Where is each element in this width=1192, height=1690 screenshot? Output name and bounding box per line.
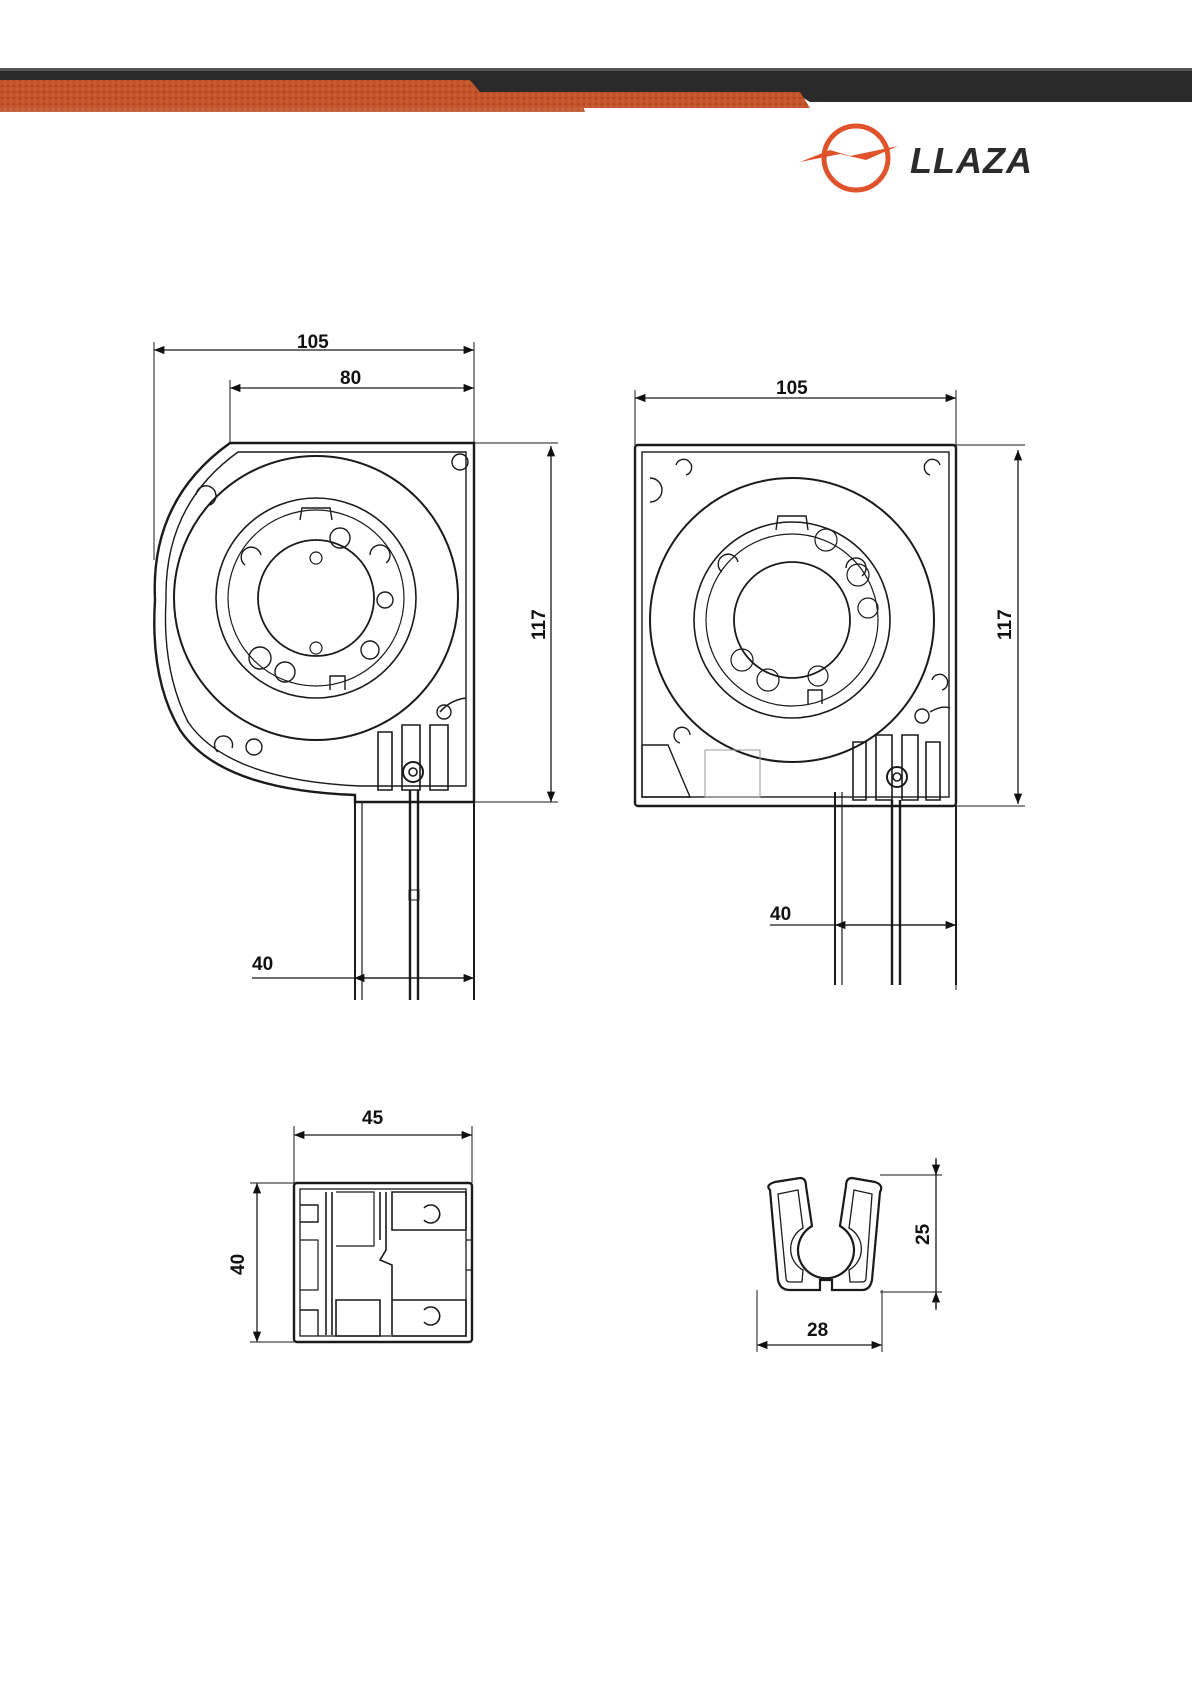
dim-slat-width: 28 <box>807 1320 828 1341</box>
drawing-bottom-slat <box>757 1158 942 1352</box>
logo-ring-icon <box>824 126 888 190</box>
dim-guide-width-1: 40 <box>252 954 273 975</box>
dim-height-1: 117 <box>529 609 550 640</box>
drawing-box-rounded <box>154 342 558 1000</box>
dim-guide-width-2: 40 <box>770 904 791 925</box>
dim-profile-width: 45 <box>362 1108 384 1129</box>
dim-width-total-2: 105 <box>776 378 808 399</box>
brand-name: LLAZA <box>910 140 1033 181</box>
dim-slat-height: 25 <box>913 1223 934 1245</box>
drawing-guide-profile <box>250 1126 472 1342</box>
logo-plane-icon <box>800 146 898 162</box>
dim-width-inner-1: 80 <box>340 368 361 389</box>
dim-profile-height: 40 <box>228 1254 249 1275</box>
dim-width-total-1: 105 <box>297 332 329 353</box>
drawing-box-square <box>635 390 1025 990</box>
dim-height-2: 117 <box>995 609 1016 640</box>
header-bands <box>0 68 1192 112</box>
brand-logo: LLAZA <box>800 126 1033 190</box>
